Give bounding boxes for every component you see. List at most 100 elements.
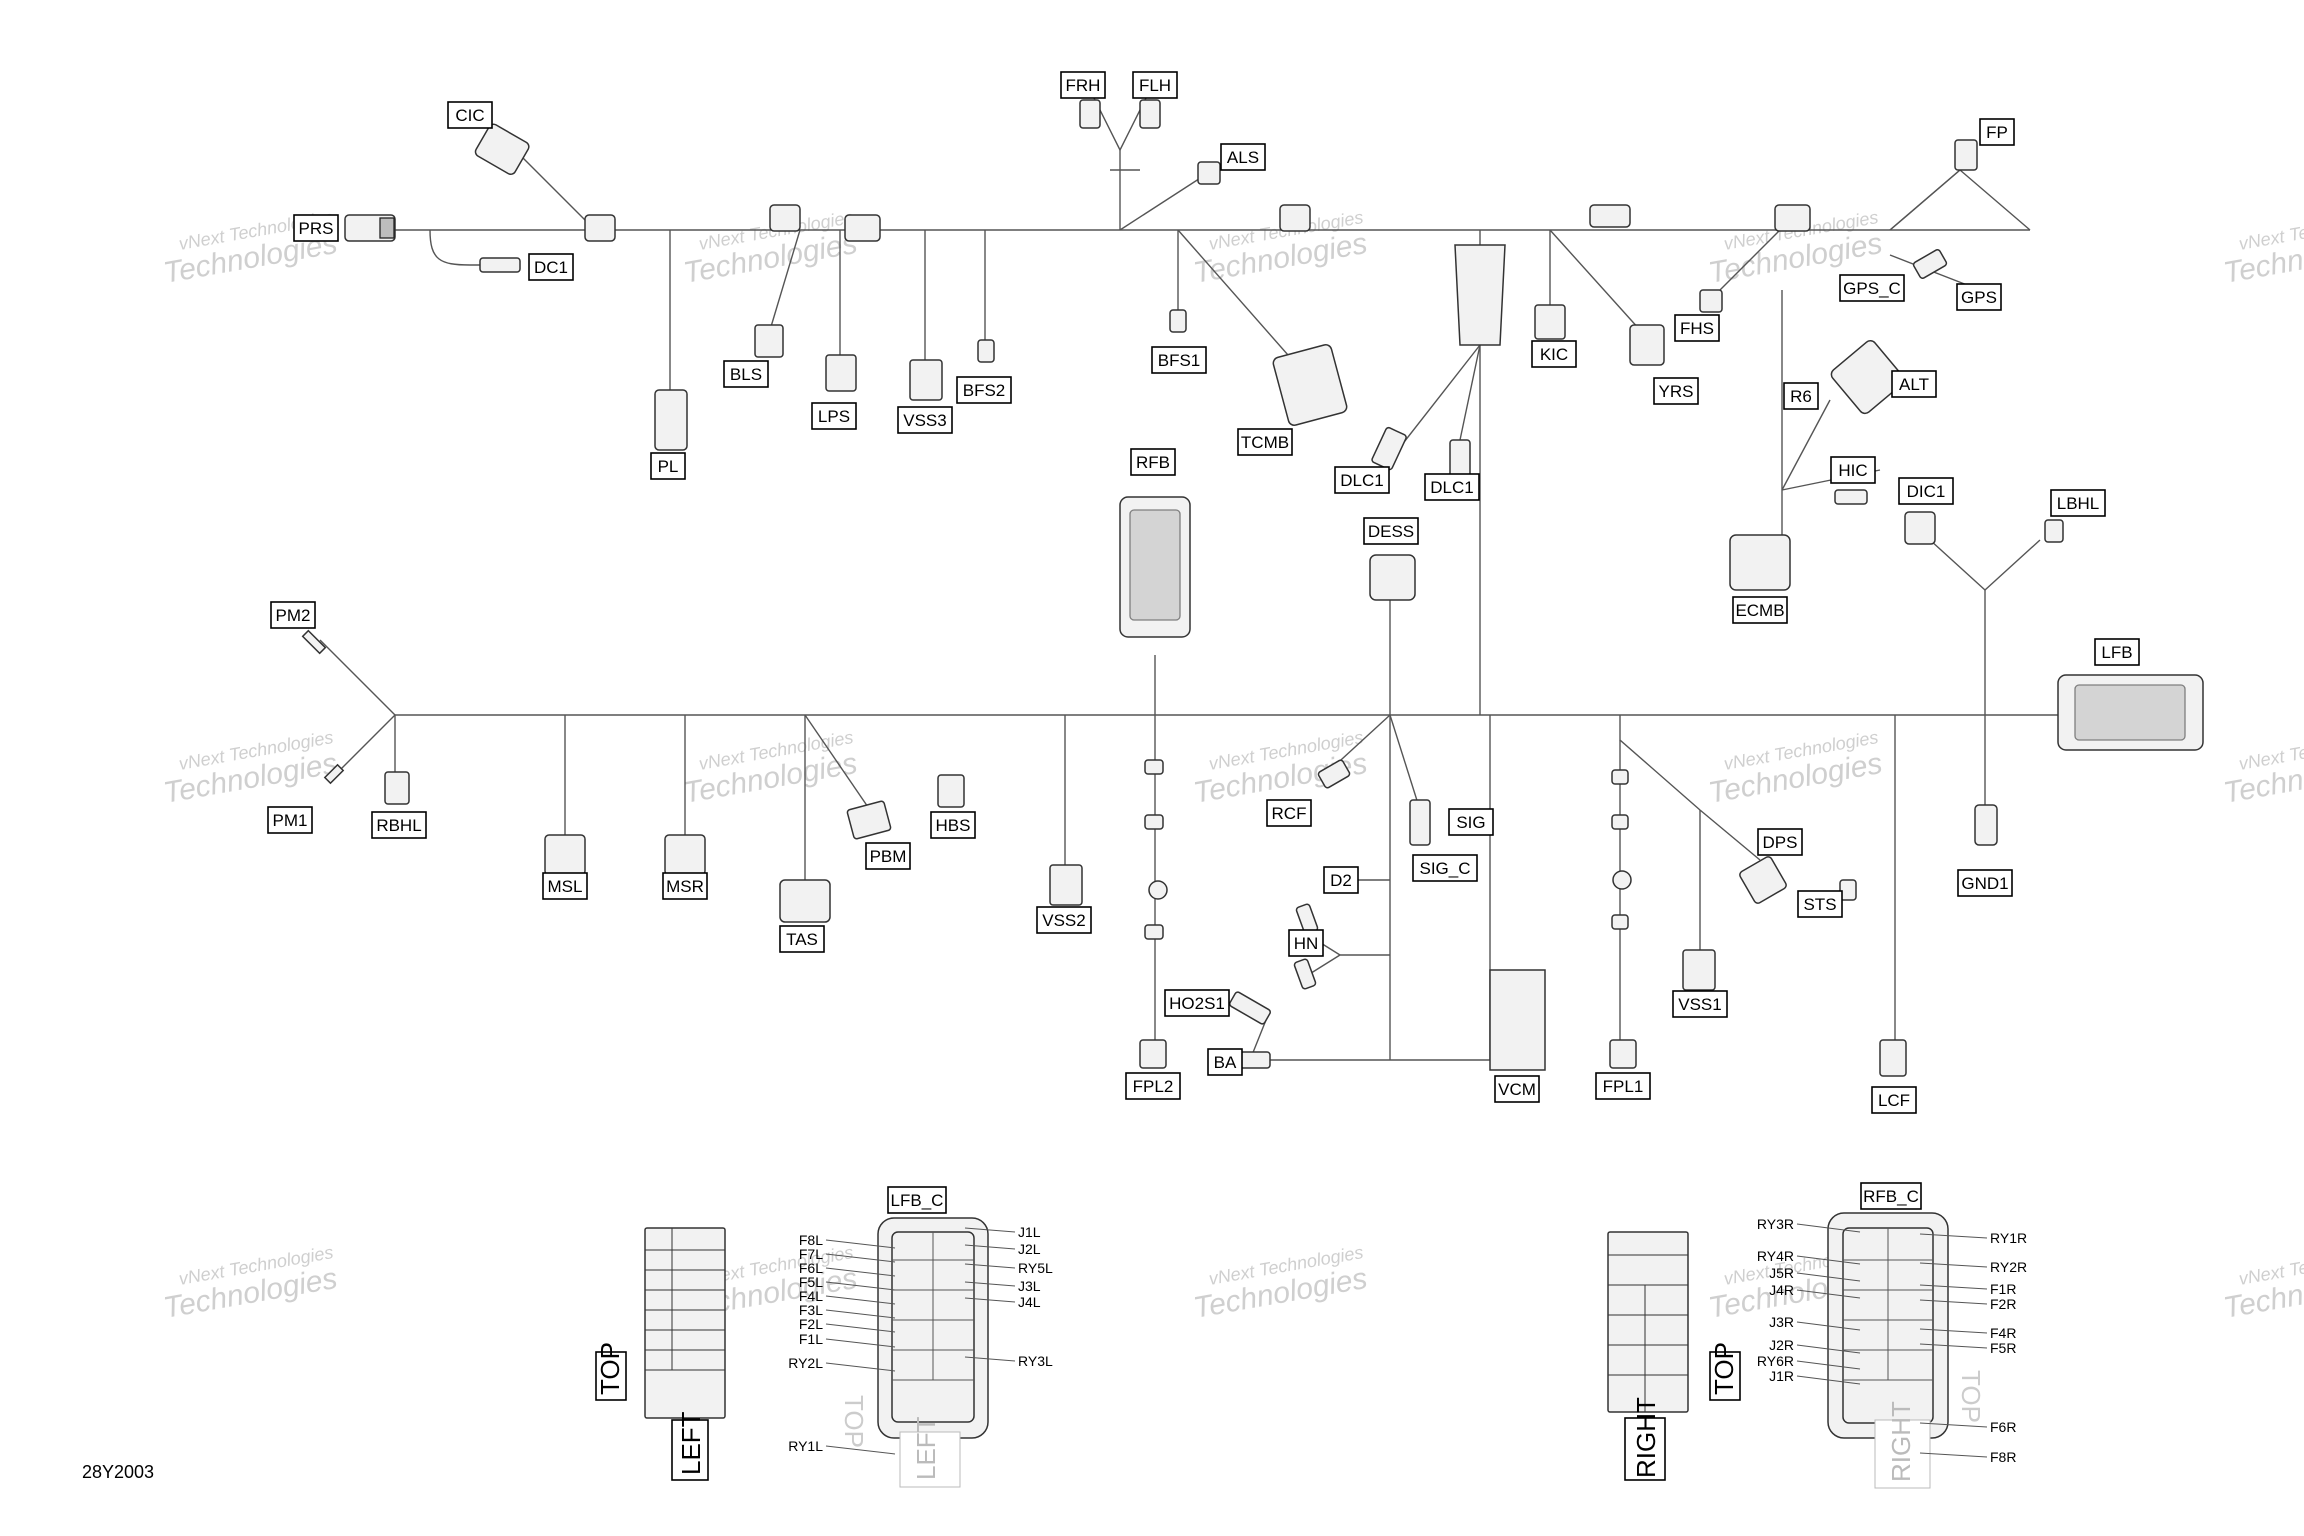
lps-connector-icon: [825, 354, 857, 392]
connector-label-lcf: LCF: [1871, 1086, 1917, 1114]
connector-label-text: VSS2: [1042, 911, 1085, 930]
lbhl-connector-icon: [2044, 519, 2064, 543]
fuse-label: F4L: [799, 1288, 823, 1304]
connector-label-bls: BLS: [723, 360, 769, 388]
connector-label-text: VSS1: [1678, 995, 1721, 1014]
connector-label-ecmb: ECMB: [1732, 596, 1788, 624]
fuse-label: J1R: [1769, 1368, 1794, 1384]
connector-label-text: HN: [1294, 934, 1319, 953]
connector-label-fpl1: FPL1: [1595, 1072, 1651, 1100]
connector-label-dc1: DC1: [528, 253, 574, 281]
connector-label-dlc1: DLC1: [1334, 466, 1390, 494]
lfb-c-title-box: [887, 1186, 947, 1214]
connector-label-text: R6: [1790, 387, 1812, 406]
fuse-label: F2R: [1990, 1296, 2016, 1312]
pm1-connector-icon: [323, 763, 345, 785]
als-connector-icon: [1197, 161, 1221, 185]
fuse-label: F1R: [1990, 1281, 2016, 1297]
connector-label-text: SIG: [1456, 813, 1485, 832]
connector-label-text: PL: [658, 457, 679, 476]
fuse-label: J1L: [1018, 1224, 1041, 1240]
connector-label-text: ECMB: [1735, 601, 1784, 620]
connector-label-text: LFB: [2101, 643, 2132, 662]
vcm-connector-icon: [1489, 969, 1546, 1071]
connector-label-ho2s1: HO2S1: [1164, 989, 1230, 1017]
connector-label-text: ALS: [1227, 148, 1259, 167]
vss2-connector-icon: [1049, 864, 1083, 906]
wires: [319, 89, 2060, 1061]
connector-label-text: PM2: [276, 606, 311, 625]
connector-label-sts: STS: [1797, 890, 1843, 918]
connector-label-dic1: DIC1: [1898, 477, 1954, 505]
connector-label-text: CIC: [455, 106, 484, 125]
lfb-c-legend: TOP LEFT LEFT TOP LFB_C F8LF7LF6LF5LF4LF…: [595, 1186, 1053, 1488]
connector-label-text: PRS: [299, 219, 334, 238]
connector-label-text: KIC: [1540, 345, 1568, 364]
connector-label-text: FPL1: [1603, 1077, 1644, 1096]
connector-label-pbm: PBM: [865, 842, 911, 870]
fp-connector-icon: [1954, 139, 1978, 171]
rfb-top-box: [1709, 1351, 1741, 1401]
connector-label-lfb: LFB: [2094, 638, 2140, 666]
connector-label-sig-c: SIG_C: [1412, 854, 1478, 882]
connector-label-text: DIC1: [1907, 482, 1946, 501]
lfb-c-title: LFB_C: [891, 1191, 944, 1210]
rfb-c-faded-top: TOP: [1956, 1370, 1986, 1423]
connector-label-text: DLC1: [1340, 471, 1383, 490]
connector-label-rfb: RFB: [1130, 448, 1176, 476]
fuse-label: F5R: [1990, 1340, 2016, 1356]
connector-label-text: STS: [1803, 895, 1836, 914]
rbhl-connector-icon: [384, 771, 410, 805]
fuse-label: RY6R: [1757, 1353, 1794, 1369]
fuse-label: F1L: [799, 1331, 823, 1347]
connector-label-text: RCF: [1272, 804, 1307, 823]
fuse-label: RY2R: [1990, 1259, 2027, 1275]
tas-connector-icon: [779, 879, 831, 923]
fuse-label: RY3L: [1018, 1353, 1053, 1369]
pl-connector-icon: [654, 389, 688, 451]
connector-label-text: LCF: [1878, 1091, 1910, 1110]
connector-label-text: FLH: [1139, 76, 1171, 95]
rfb-right-box: [1624, 1417, 1666, 1481]
center-bracket-icon: [1454, 244, 1506, 346]
connector-label-lps: LPS: [811, 402, 857, 430]
fuse-label: J4R: [1769, 1282, 1794, 1298]
ba-connector-icon: [1239, 1051, 1271, 1069]
components: [301, 99, 2204, 1077]
fpl2-connector-icon: [1139, 1039, 1167, 1069]
connector-label-text: DESS: [1368, 522, 1414, 541]
rfb-c-title: RFB_C: [1863, 1187, 1919, 1206]
connector-label-lbhl: LBHL: [2050, 489, 2106, 517]
flh-connector-icon: [1139, 99, 1161, 129]
connector-label-text: DPS: [1763, 833, 1798, 852]
connector-label-cic: CIC: [447, 101, 493, 129]
lfb-fuse-box-icon: [2057, 674, 2204, 751]
msl-connector-icon: [544, 834, 586, 876]
rcf-connector-icon: [1317, 759, 1351, 789]
fuse-label: RY1L: [788, 1438, 823, 1454]
connector-label-text: YRS: [1659, 382, 1694, 401]
connector-label-fp: FP: [1979, 118, 2015, 146]
lfb-c-faded-top: TOP: [839, 1395, 869, 1448]
connector-label-text: PM1: [273, 811, 308, 830]
connector-label-hic: HIC: [1830, 456, 1876, 484]
connector-label-flh: FLH: [1132, 71, 1178, 99]
fuse-label: RY1R: [1990, 1230, 2027, 1246]
connector-label-hn: HN: [1288, 929, 1324, 957]
connector-label-d2: D2: [1323, 866, 1359, 894]
connector-label-text: RFB: [1136, 453, 1170, 472]
fuse-label: F8R: [1990, 1449, 2016, 1465]
connector-label-text: DLC1: [1430, 478, 1473, 497]
lcf-connector-icon: [1879, 1039, 1907, 1077]
connector-label-text: RBHL: [376, 816, 421, 835]
vss3-connector-icon: [909, 359, 943, 401]
fuse-label: J2L: [1018, 1241, 1041, 1257]
connector-label-pl: PL: [650, 452, 686, 480]
lfb-left-box: [671, 1419, 709, 1481]
sts-connector-icon: [1839, 879, 1857, 901]
connector-label-hbs: HBS: [930, 811, 976, 839]
